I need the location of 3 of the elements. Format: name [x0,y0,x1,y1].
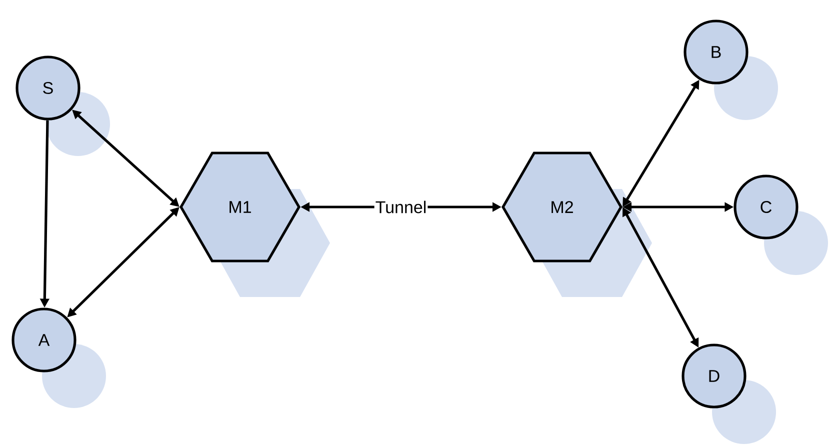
hexagon-node: M2 [502,152,623,262]
edge-label: Tunnel [376,200,426,214]
hexagon-node: M1 [180,152,300,262]
